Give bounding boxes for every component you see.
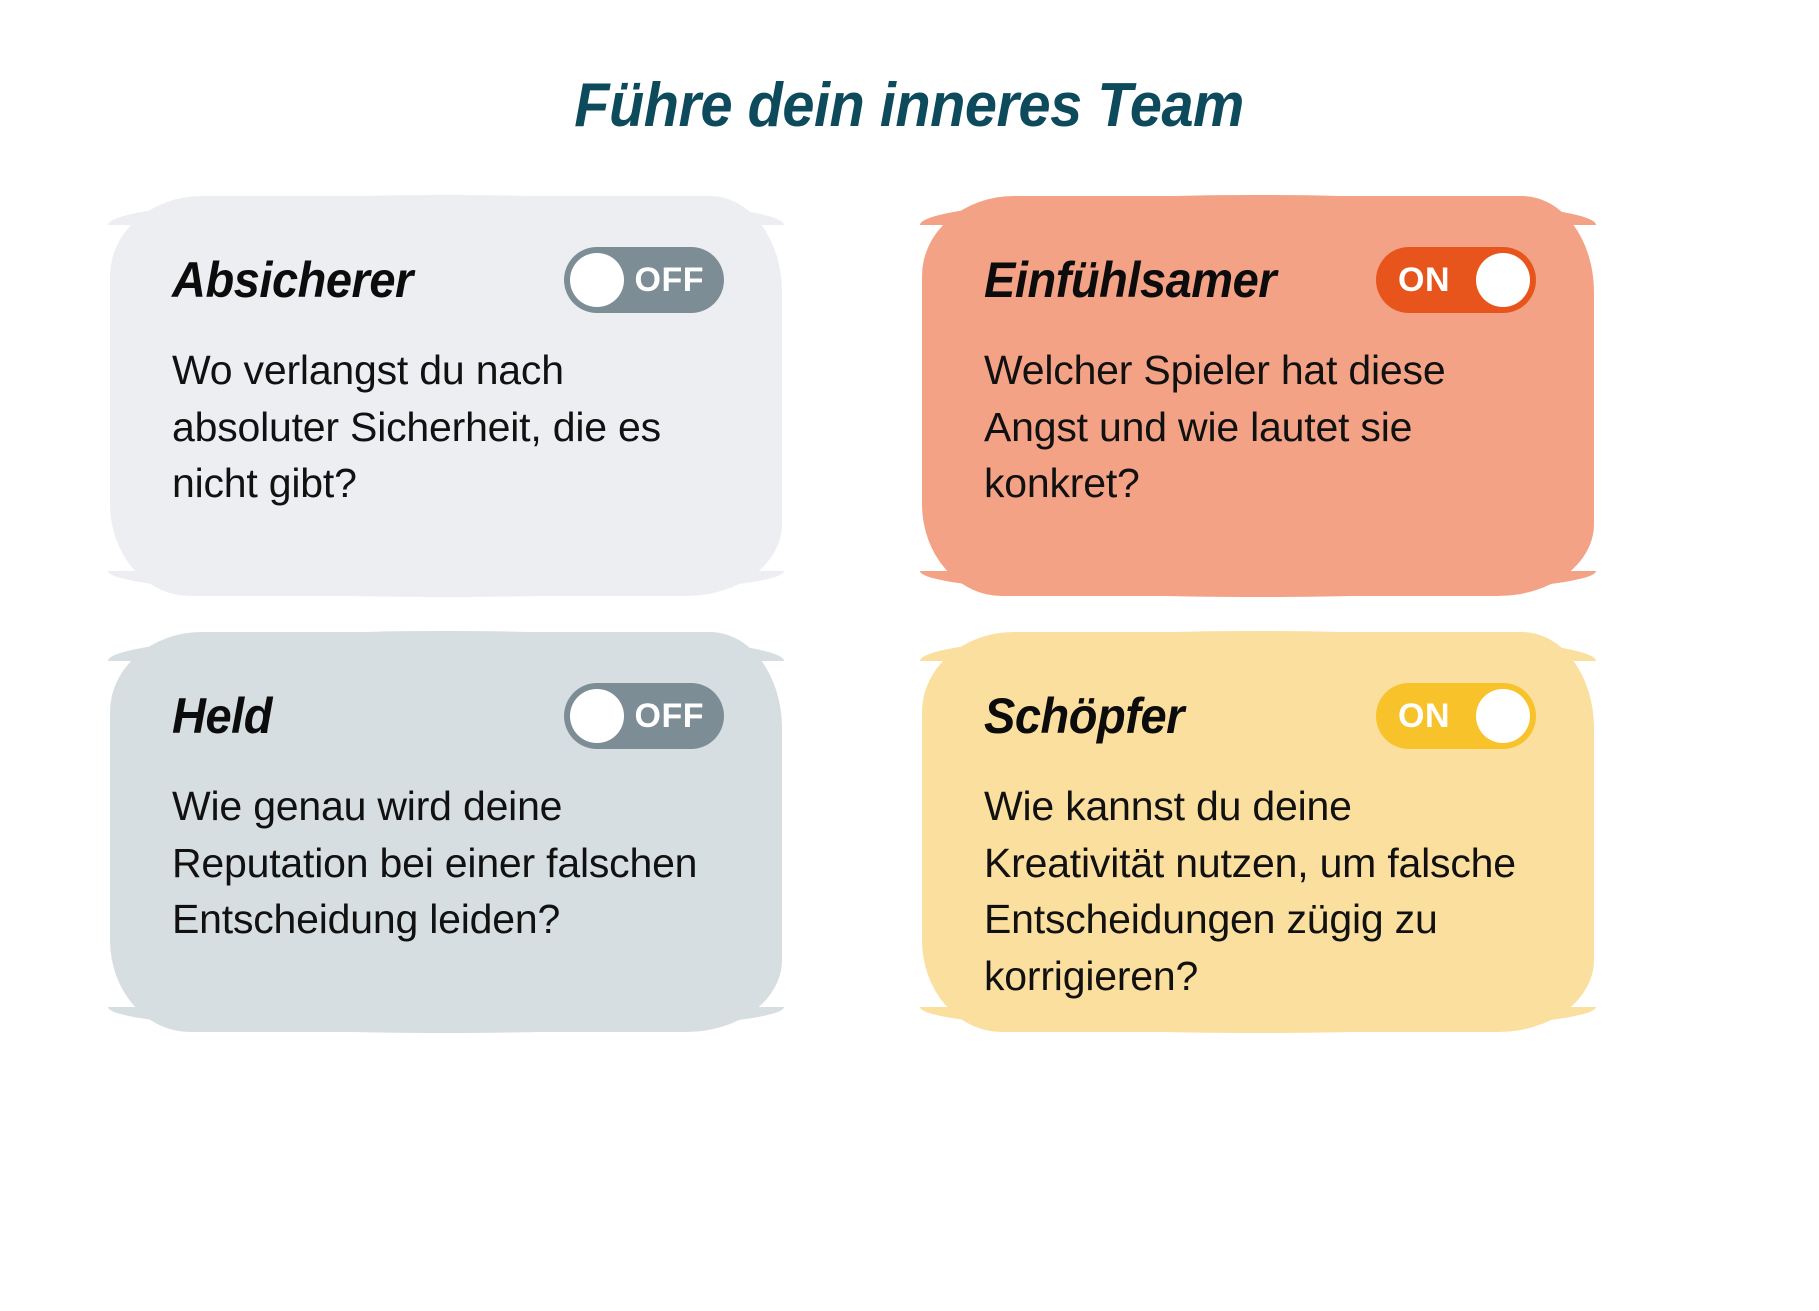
card-einfuehlsamer[interactable]: Einfühlsamer ON Welcher Spieler hat dies… [920,195,1596,597]
toggle-knob-icon [570,253,624,307]
toggle-state-label: OFF [634,697,704,735]
card-content: Absicherer OFF Wo verlangst du nach abso… [172,244,724,512]
card-question-text: Wie genau wird deine Reputation bei eine… [172,783,698,943]
toggle-switch-einfuehlsamer[interactable]: ON [1376,247,1536,313]
card-title: Schöpfer [984,687,1184,744]
card-header: Absicherer OFF [172,244,724,316]
toggle-switch-schoepfer[interactable]: ON [1376,683,1536,749]
page-title: Führe dein inneres Team [574,71,1245,140]
card-title: Einfühlsamer [984,251,1277,308]
card-content: Schöpfer ON Wie kannst du deine Kreativi… [984,680,1536,1004]
card-title: Absicherer [172,251,413,308]
card-header: Einfühlsamer ON [984,244,1536,316]
card-question-text: Wo verlangst du nach absoluter Sicherhei… [172,347,661,507]
card-question-text: Welcher Spieler hat diese Angst und wie … [984,347,1446,507]
toggle-knob-icon [1476,689,1530,743]
card-header: Held OFF [172,680,724,752]
card-content: Held OFF Wie genau wird deine Reputation… [172,680,724,948]
toggle-knob-icon [570,689,624,743]
toggle-knob-icon [1476,253,1530,307]
card-absicherer[interactable]: Absicherer OFF Wo verlangst du nach abso… [108,195,784,597]
card-header: Schöpfer ON [984,680,1536,752]
card-title: Held [172,687,272,744]
card-schoepfer[interactable]: Schöpfer ON Wie kannst du deine Kreativi… [920,631,1596,1033]
card-content: Einfühlsamer ON Welcher Spieler hat dies… [984,244,1536,512]
toggle-state-label: OFF [634,261,704,299]
page-title-container: Führe dein inneres Team [0,70,1819,141]
toggle-state-label: ON [1398,261,1450,299]
toggle-switch-held[interactable]: OFF [564,683,724,749]
toggle-switch-absicherer[interactable]: OFF [564,247,724,313]
card-held[interactable]: Held OFF Wie genau wird deine Reputation… [108,631,784,1033]
card-question-text: Wie kannst du deine Kreativität nutzen, … [984,783,1516,999]
toggle-state-label: ON [1398,697,1450,735]
card-grid: Absicherer OFF Wo verlangst du nach abso… [108,195,1710,1226]
